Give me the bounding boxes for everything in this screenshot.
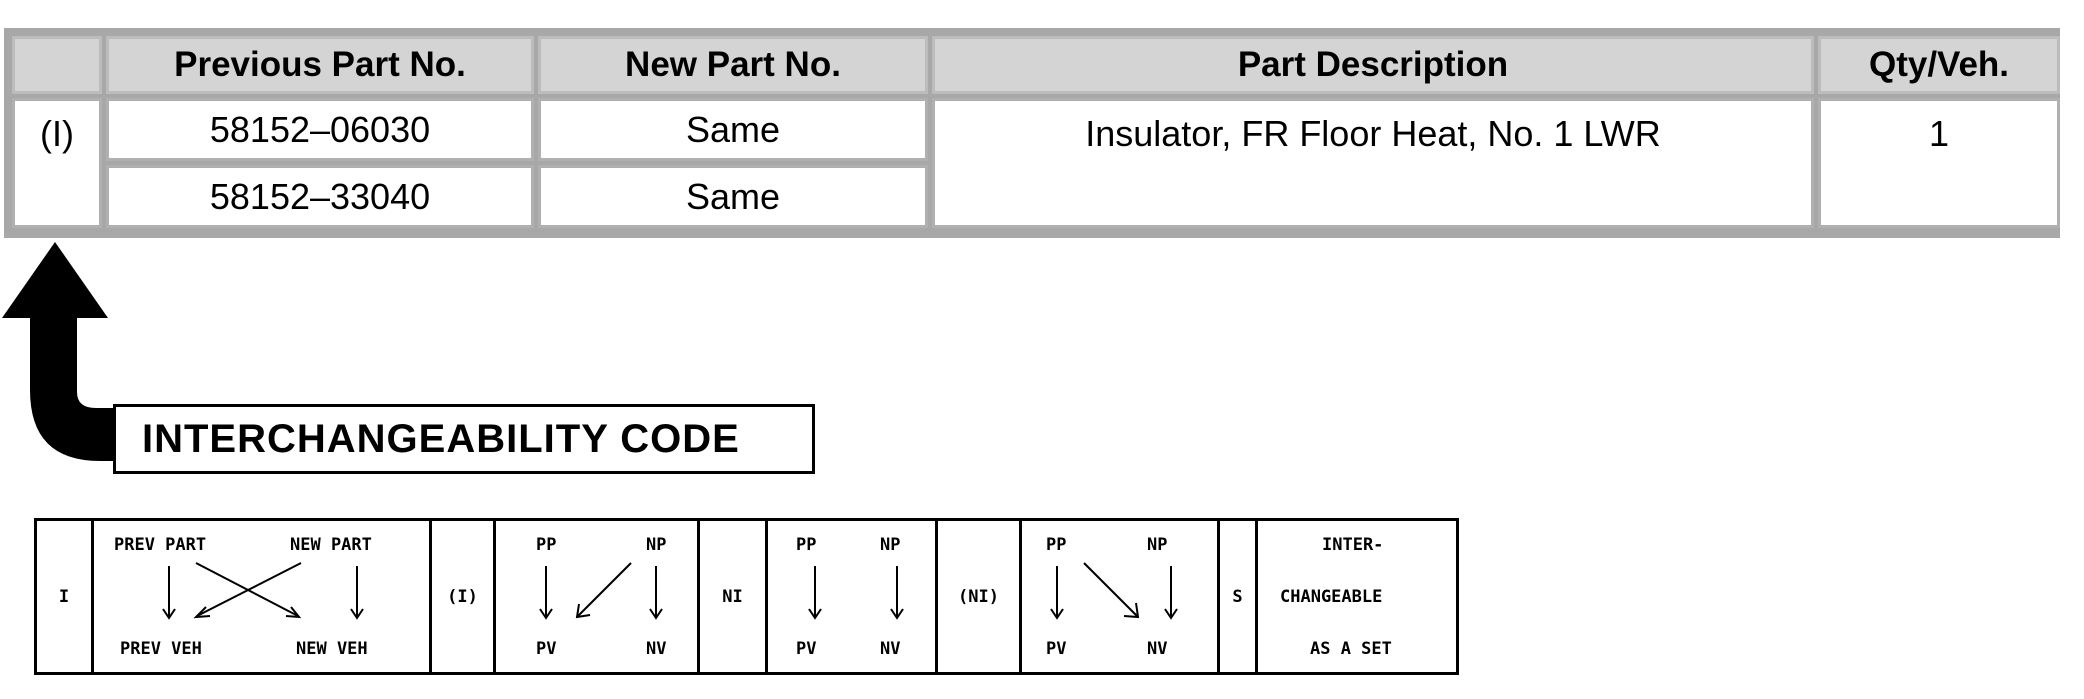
legend-np: NP (1147, 535, 1168, 555)
code-cell: (I) (12, 98, 102, 228)
legend-s-line1: INTER- (1322, 535, 1384, 555)
qty-cell: 1 (1818, 98, 2060, 228)
part-description-cell: Insulator, FR Floor Heat, No. 1 LWR (932, 98, 1814, 228)
legend-code-paren-i: (I) (432, 521, 496, 672)
legend-diagram-paren-i: PP NP PV NV (496, 521, 700, 672)
new-part-cell: Same (538, 98, 928, 161)
legend-pv: PV (1046, 639, 1067, 659)
new-part-cell: Same (538, 165, 928, 228)
legend-diagram-paren-ni: PP NP PV NV (1022, 521, 1220, 672)
header-code (12, 36, 102, 94)
legend-new-part: NEW PART (290, 535, 372, 555)
one-way-arrows-icon (539, 562, 663, 620)
header-part-description: Part Description (932, 36, 1814, 94)
legend-pv: PV (796, 639, 817, 659)
legend-nv: NV (880, 639, 901, 659)
legend-s-line2: CHANGEABLE (1280, 587, 1383, 607)
reverse-arrows-icon (1050, 562, 1178, 620)
legend-np: NP (646, 535, 667, 555)
legend-diagram-ni: PP NP PV NV (768, 521, 938, 672)
legend-nv: NV (646, 639, 667, 659)
legend-prev-veh: PREV VEH (120, 639, 202, 659)
legend-nv: NV (1147, 639, 1168, 659)
cross-arrows-icon (162, 562, 364, 620)
legend-interchangeable-set: INTER- CHANGEABLE AS A SET (1258, 521, 1456, 672)
legend-np: NP (880, 535, 901, 555)
legend-code-paren-ni: (NI) (938, 521, 1022, 672)
interchangeability-legend: I PREV PART NEW PART PREV VEH NEW VEH (I… (34, 518, 1459, 675)
legend-code-ni: NI (700, 521, 768, 672)
previous-part-cell: 58152–33040 (106, 165, 534, 228)
legend-pp: PP (1046, 535, 1067, 555)
legend-pp: PP (796, 535, 817, 555)
curved-arrow-icon (2, 242, 116, 461)
straight-arrows-icon (808, 566, 904, 620)
legend-pp: PP (536, 535, 557, 555)
legend-s-line3: AS A SET (1310, 639, 1392, 659)
header-qty: Qty/Veh. (1818, 36, 2060, 94)
legend-diagram-i: PREV PART NEW PART PREV VEH NEW VEH (94, 521, 432, 672)
previous-part-cell: 58152–06030 (106, 98, 534, 161)
legend-pv: PV (536, 639, 557, 659)
legend-code-i: I (37, 521, 94, 672)
parts-table: Previous Part No. New Part No. Part Desc… (4, 28, 2060, 238)
header-previous-part: Previous Part No. (106, 36, 534, 94)
legend-prev-part: PREV PART (114, 535, 207, 555)
interchangeability-code-label: INTERCHANGEABILITY CODE (113, 404, 815, 474)
legend-new-veh: NEW VEH (296, 639, 368, 659)
header-new-part: New Part No. (538, 36, 928, 94)
legend-code-s: S (1220, 521, 1258, 672)
